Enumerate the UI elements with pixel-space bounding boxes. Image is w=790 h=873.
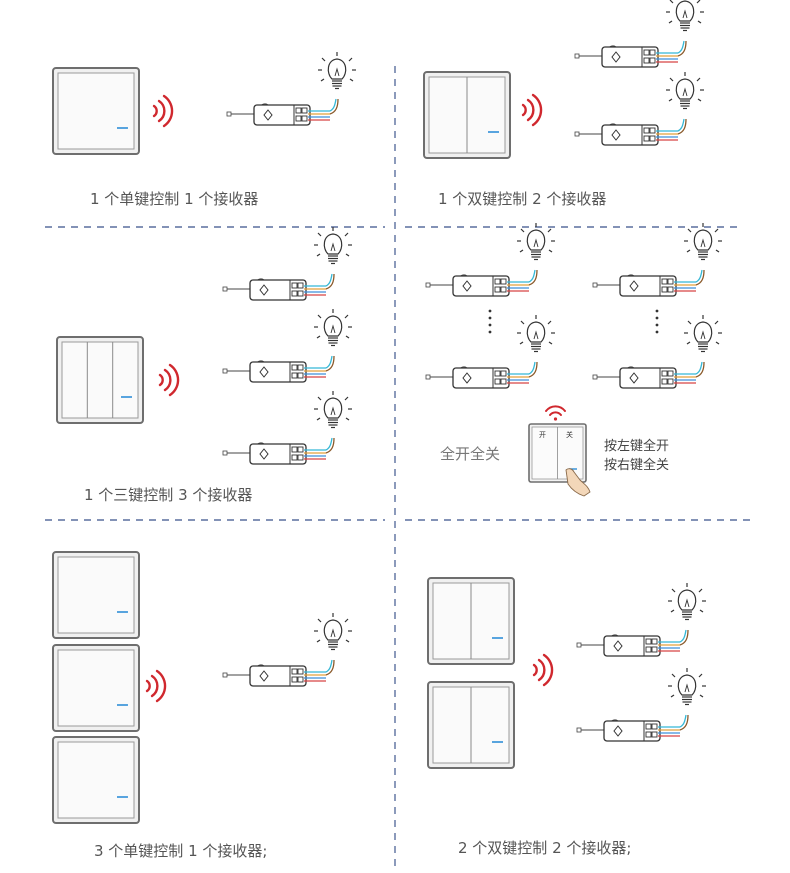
caption-panel-5: 3 个单键控制 1 个接收器; xyxy=(94,842,267,860)
wall-switch-icon xyxy=(427,681,515,769)
mode-label: 全开全关 xyxy=(440,445,500,463)
receiver-module-icon xyxy=(593,223,722,296)
hand-press-icon xyxy=(565,468,591,497)
panel-6-two-double-keys: 2 个双键控制 2 个接收器; xyxy=(427,577,706,857)
wall-switch-icon xyxy=(52,67,140,155)
receiver-module-icon xyxy=(223,391,352,464)
key-right-label: 关 xyxy=(566,430,573,439)
wifi-signal-icon xyxy=(545,405,566,421)
panel-3-triple-key: 1 个三键控制 3 个接收器 xyxy=(56,227,352,504)
wall-switch-icon xyxy=(52,736,140,824)
radio-signal-icon xyxy=(532,653,554,687)
receiver-module-icon xyxy=(223,309,352,382)
receiver-module-icon xyxy=(577,668,706,741)
panel-1-single-key: 1 个单键控制 1 个接收器 xyxy=(52,52,356,208)
receiver-module-icon xyxy=(223,613,352,686)
panel-5-three-single-keys: 3 个单键控制 1 个接收器; xyxy=(52,551,352,860)
receiver-module-icon xyxy=(575,72,704,145)
key-left-label: 开 xyxy=(539,431,546,439)
caption-panel-3: 1 个三键控制 3 个接收器 xyxy=(84,486,252,504)
ellipsis-dots-left xyxy=(488,309,492,334)
caption-panel-2: 1 个双键控制 2 个接收器 xyxy=(438,190,606,208)
radio-signal-icon xyxy=(152,94,174,128)
note-line-2: 按右键全关 xyxy=(604,457,669,473)
dividers xyxy=(45,66,750,868)
receiver-module-icon xyxy=(575,0,704,67)
wall-switch-icon xyxy=(427,577,515,665)
radio-signal-icon xyxy=(145,669,167,703)
receiver-module-icon xyxy=(223,227,352,300)
caption-panel-6: 2 个双键控制 2 个接收器; xyxy=(458,839,631,857)
wall-switch-icon xyxy=(52,551,140,639)
radio-signal-icon xyxy=(158,363,180,397)
panel-4-all-on-off: 全开全关 开 关 按左键全开 按右键全关 xyxy=(426,223,722,497)
receiver-module-icon xyxy=(577,583,706,656)
note-line-1: 按左键全开 xyxy=(604,438,669,454)
two-key-remote xyxy=(528,423,587,483)
caption-panel-1: 1 个单键控制 1 个接收器 xyxy=(90,190,258,208)
ellipsis-dots-right xyxy=(655,309,659,334)
wall-switch-icon xyxy=(423,71,511,159)
wall-switch-icon xyxy=(52,644,140,732)
radio-signal-icon xyxy=(521,93,543,127)
receiver-module-icon xyxy=(227,52,356,125)
wall-switch-icon xyxy=(56,336,144,424)
receiver-module-icon xyxy=(426,223,555,296)
panel-2-double-key: 1 个双键控制 2 个接收器 xyxy=(423,0,704,208)
